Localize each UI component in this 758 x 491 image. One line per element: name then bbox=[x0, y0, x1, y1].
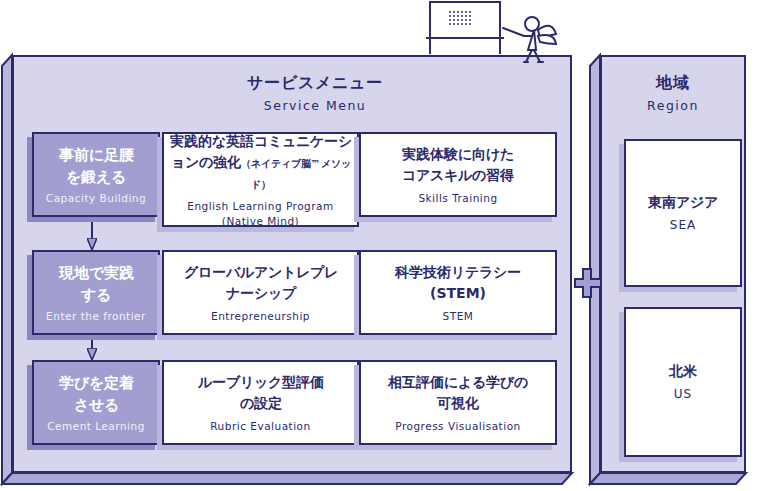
english-subtitle: Cement Learning bbox=[47, 420, 145, 432]
heading: 相互評価による学びの可視化 bbox=[386, 372, 531, 414]
english-subtitle: Region bbox=[647, 98, 699, 113]
board-dot bbox=[453, 15, 455, 17]
whiteboard bbox=[426, 2, 504, 54]
english-subtitle: Enter the frontier bbox=[46, 310, 146, 322]
board-dot bbox=[461, 19, 463, 21]
board-dot bbox=[449, 19, 451, 21]
board-dot bbox=[465, 15, 467, 17]
board-dot bbox=[457, 15, 459, 17]
english-subtitle: Entrepreneurship bbox=[211, 309, 310, 323]
board-dot bbox=[465, 11, 467, 13]
board-dot bbox=[449, 11, 451, 13]
board-dot bbox=[469, 19, 471, 21]
plus-sign bbox=[575, 269, 601, 297]
board-dot bbox=[457, 23, 459, 25]
board-dot bbox=[453, 23, 455, 25]
english-subtitle: US bbox=[674, 387, 692, 401]
heading: サービスメニュー bbox=[247, 73, 383, 94]
heading: 科学技術リテラシー (STEM) bbox=[391, 262, 526, 304]
region-box: 北米 US bbox=[624, 307, 742, 457]
board-dot bbox=[453, 11, 455, 13]
english-subtitle: STEM bbox=[443, 309, 474, 323]
board-dot bbox=[457, 19, 459, 21]
service-title: 実践的な英語コミュニケーションの強化（ネイティブ脳™メソッド） bbox=[168, 131, 353, 194]
english-subtitle: Skills Training bbox=[418, 191, 497, 205]
board-dot bbox=[465, 19, 467, 21]
board-dot bbox=[469, 23, 471, 25]
service-box: 実践的な英語コミュニケーションの強化（ネイティブ脳™メソッド） English L… bbox=[162, 132, 359, 227]
english-subtitle: SEA bbox=[670, 218, 696, 232]
heading: 北米 bbox=[669, 363, 697, 381]
heading: 東南アジア bbox=[648, 194, 718, 212]
service-box: 相互評価による学びの可視化 Progress Visualisation bbox=[359, 360, 557, 445]
service-box: 科学技術リテラシー (STEM) STEM bbox=[359, 250, 557, 335]
heading: 事前に足腰を鍛える bbox=[56, 145, 136, 189]
service-box: ルーブリック型評価の設定 Rubric Evaluation bbox=[162, 360, 359, 445]
service-box: グローバルアントレプレナーシップ Entrepreneurship bbox=[162, 250, 359, 335]
english-subtitle: Capacity Building bbox=[46, 192, 146, 204]
stage-label-box: 現地で実践する Enter the frontier bbox=[32, 250, 160, 335]
english-subtitle: Rubric Evaluation bbox=[210, 419, 310, 433]
stage-label-box: 学びを定着させる Cement Learning bbox=[32, 360, 160, 445]
board-dot bbox=[449, 15, 451, 17]
heading: 現地で実践する bbox=[56, 263, 136, 307]
region-box: 東南アジア SEA bbox=[624, 139, 742, 287]
angel-figure bbox=[503, 17, 556, 62]
service-panel: 地域 Region 東南アジア SEA 北米 US bbox=[600, 55, 746, 473]
board-dot bbox=[461, 11, 463, 13]
board-dot bbox=[469, 11, 471, 13]
service-panel: サービスメニュー Service Menu 事前に足腰を鍛える Capacity Bu… bbox=[12, 55, 572, 473]
panel-side bbox=[2, 55, 12, 484]
board-dot bbox=[453, 19, 455, 21]
board-dot bbox=[469, 15, 471, 17]
heading: 学びを定着させる bbox=[56, 373, 136, 417]
english-subtitle: Progress Visualisation bbox=[395, 419, 520, 433]
panel-bottom bbox=[590, 473, 746, 484]
panel-bottom bbox=[2, 473, 572, 484]
english-subtitle: English Learning Program (Native Mind) bbox=[168, 199, 353, 227]
board-dot bbox=[449, 23, 451, 25]
board-dot bbox=[461, 15, 463, 17]
stage-label-box: 事前に足腰を鍛える Capacity Building bbox=[32, 132, 160, 217]
english-subtitle: Service Menu bbox=[264, 98, 367, 113]
service-box: 実践体験に向けたコアスキルの習得 Skills Training bbox=[359, 132, 557, 217]
board-dot bbox=[457, 11, 459, 13]
heading: 実践体験に向けたコアスキルの習得 bbox=[399, 144, 517, 186]
flow-arrow bbox=[91, 222, 93, 249]
board-dot bbox=[465, 23, 467, 25]
board-dot bbox=[461, 23, 463, 25]
flow-arrow bbox=[91, 340, 93, 359]
heading: ルーブリック型評価の設定 bbox=[196, 372, 326, 414]
heading: 地域 bbox=[656, 73, 690, 94]
method-note: （ネイティブ脳™メソッド） bbox=[241, 158, 351, 190]
heading: グローバルアントレプレナーシップ bbox=[181, 262, 341, 304]
